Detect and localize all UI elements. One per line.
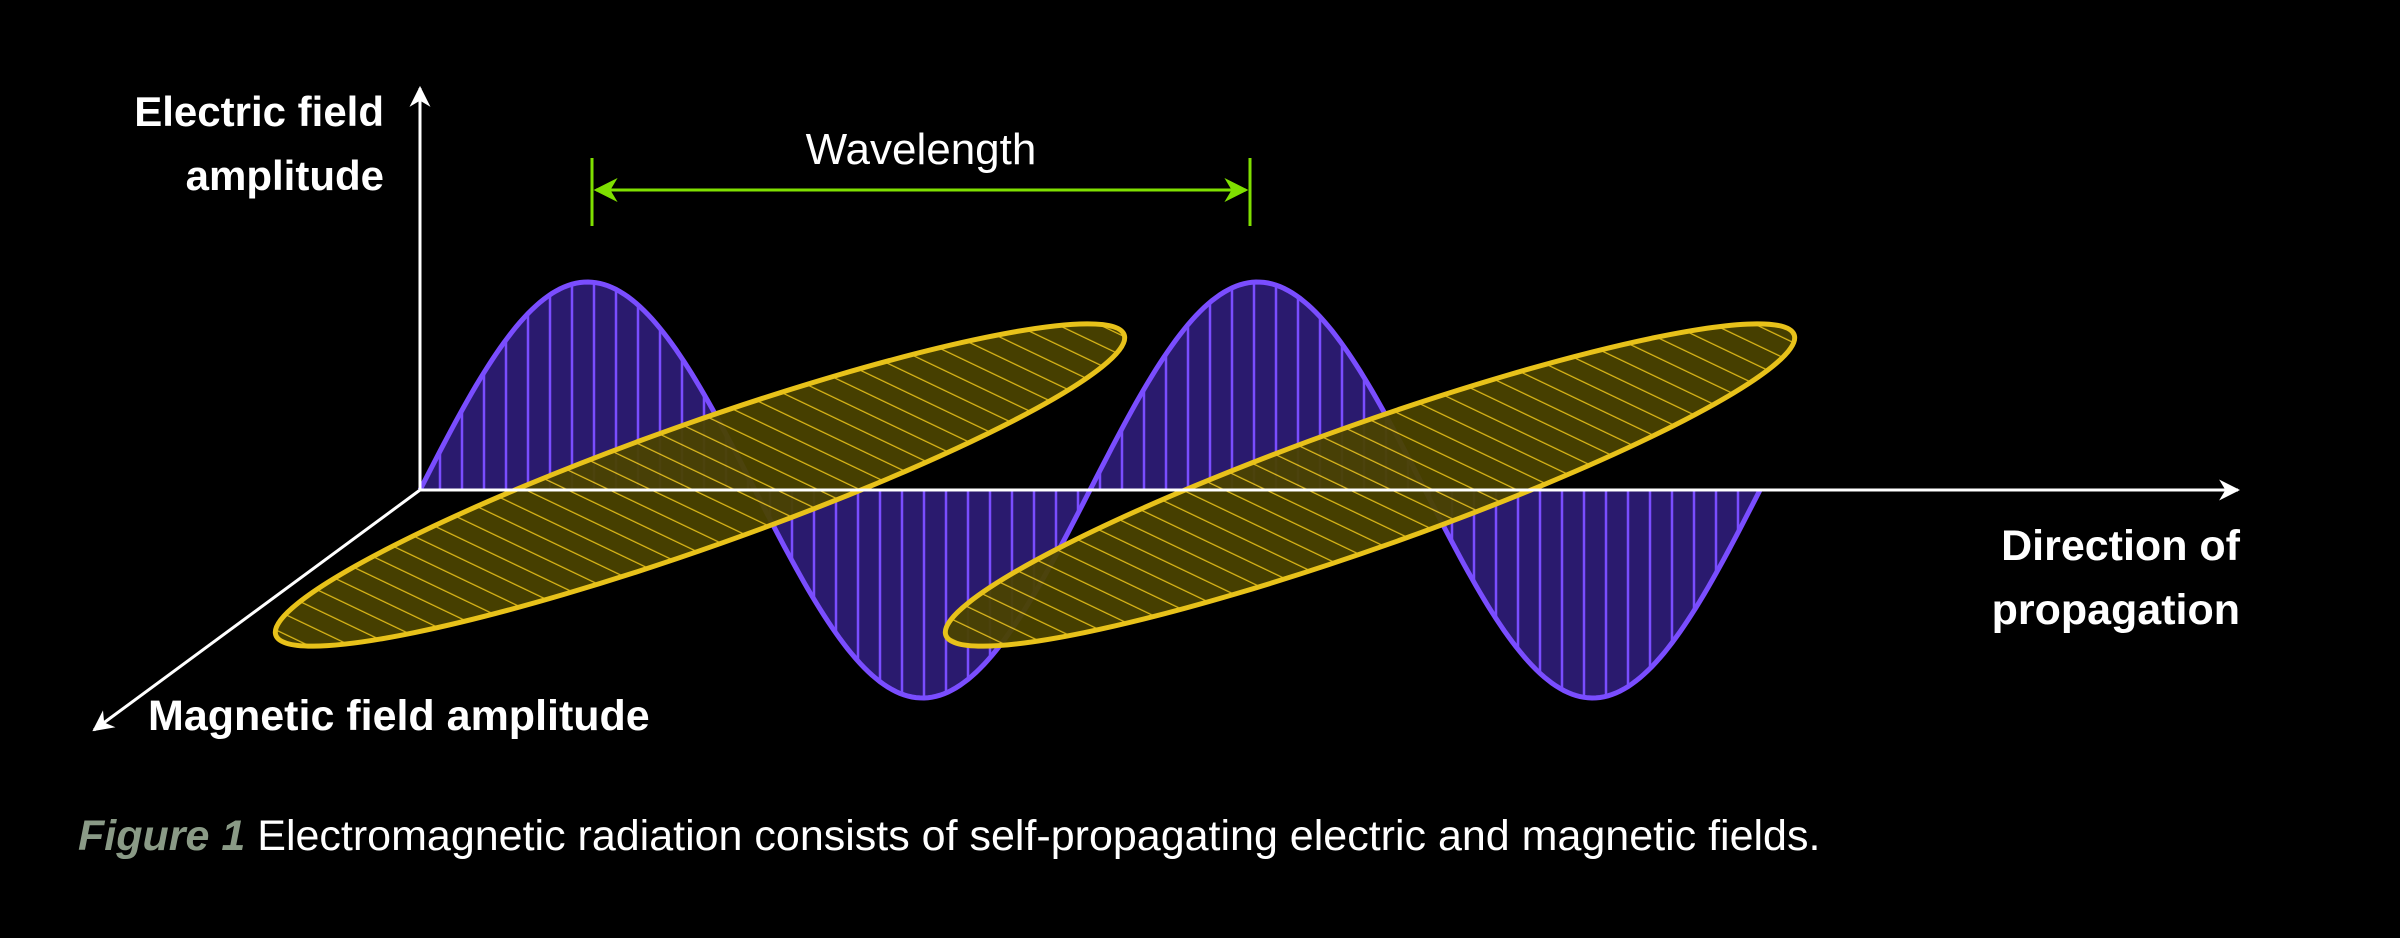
wavelength-label: Wavelength (806, 125, 1037, 174)
wavelength-marker (590, 158, 1252, 226)
propagation-label-line2: propagation (1992, 586, 2240, 634)
electric-axis-label-line1: Electric field (134, 88, 384, 135)
magnetic-wave-loop (272, 321, 1128, 649)
figure-number: Figure 1 (78, 812, 246, 860)
propagation-label-line1: Direction of (2001, 522, 2241, 570)
caption-text: Electromagnetic radiation consists of se… (257, 812, 1821, 860)
magnetic-field-wave (272, 321, 1798, 649)
magnetic-axis-label: Magnetic field amplitude (148, 692, 650, 740)
magnetic-axis (92, 488, 421, 732)
electric-axis-label-line2: amplitude (186, 152, 384, 199)
magnetic-wave-loop (942, 321, 1798, 649)
